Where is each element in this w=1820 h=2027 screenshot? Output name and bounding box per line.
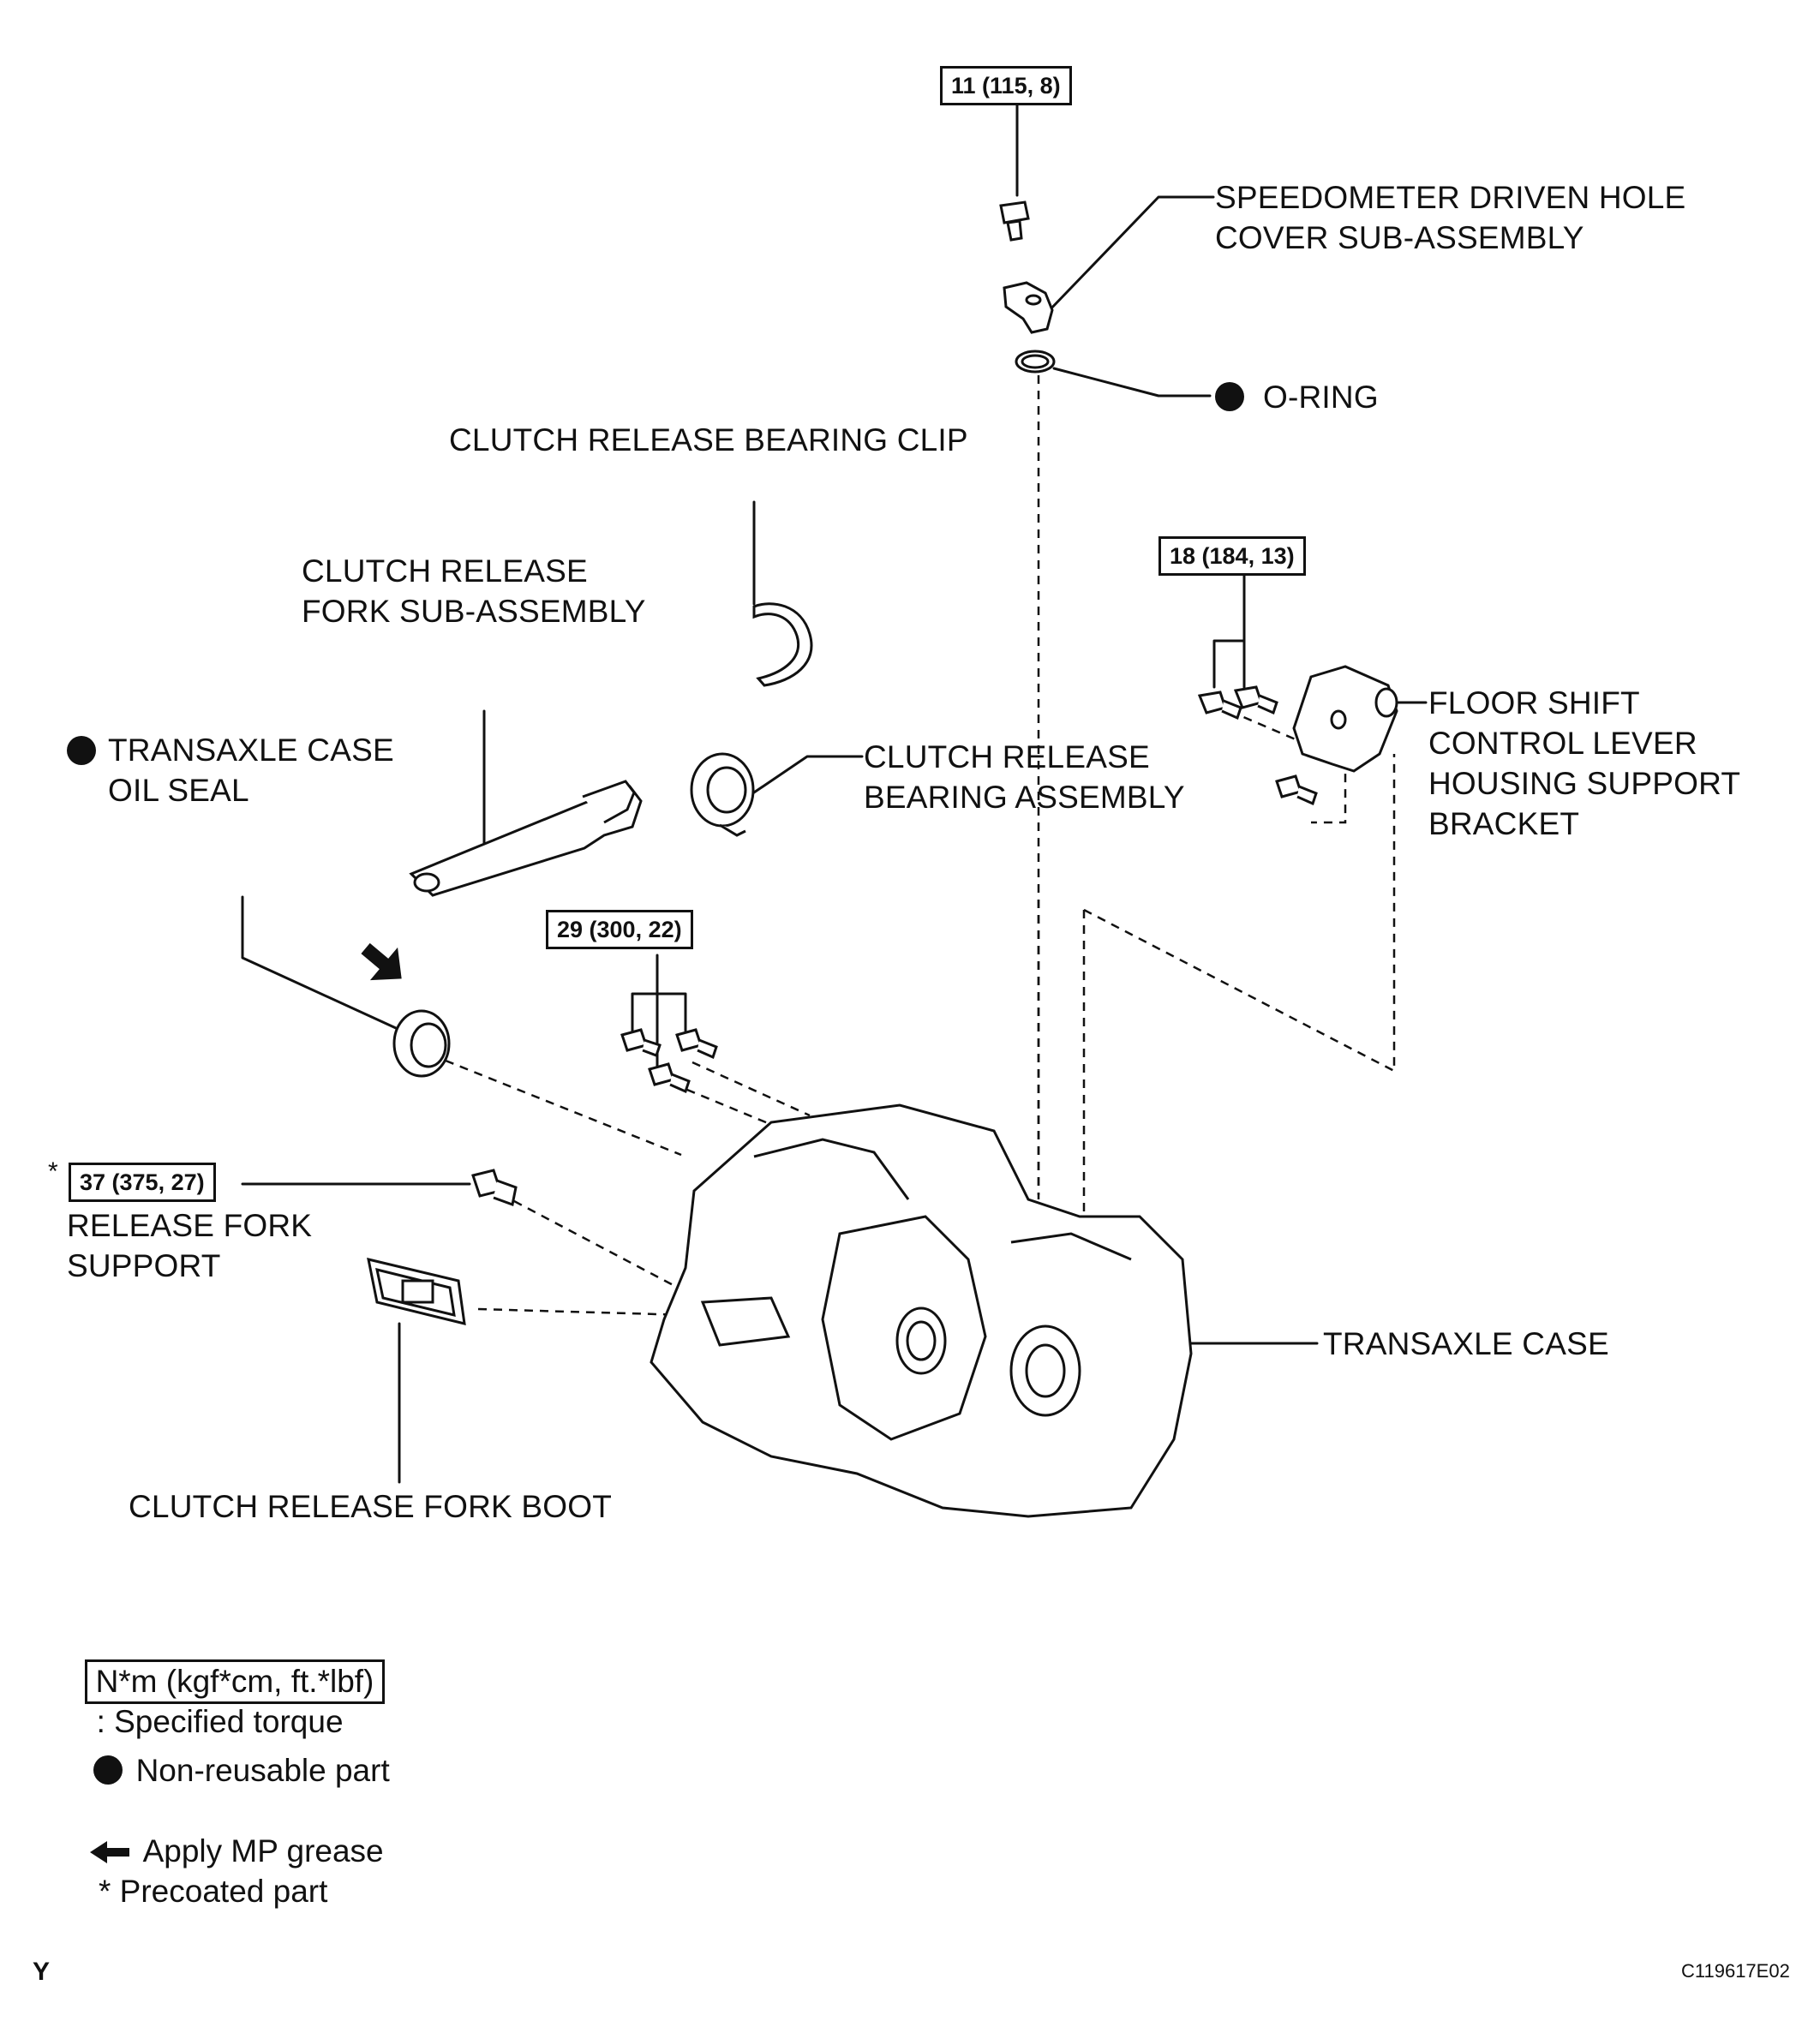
fork-boot-shape [367,1257,466,1325]
bolts-29 [620,1028,718,1094]
bearing-clip [752,602,813,687]
label-oring-text: O-RING [1263,380,1379,415]
legend-torque-box: N*m (kgf*cm, ft.*lbf) [84,1659,386,1704]
legend-precoated: * Precoated part [99,1874,328,1909]
floor-shift-bracket-shape [1292,665,1398,773]
legend-torque-text: : Specified torque [96,1704,344,1739]
leader-oring [1052,367,1212,398]
leader-floor-torque [1212,574,1246,689]
transaxle-case-shape [650,1103,1193,1518]
speedometer-cover [1003,281,1056,374]
label-bearing-clip: CLUTCH RELEASE BEARING CLIP [449,422,968,457]
torque-box-fork-support: 37 (375, 27) [69,1163,216,1202]
fork-support-shape [471,1169,518,1207]
bolts-18 [1197,685,1318,806]
torque-box-bracket-bolt: 18 (184, 13) [1158,536,1306,576]
oil-seal-shape [392,1009,451,1078]
leader-speedometer [1045,195,1215,314]
grease-arrow [361,942,402,981]
footer-left-mark: Y [33,1958,51,1986]
leader-oil-seal [241,895,398,1030]
nonreusable-dot-icon [67,736,96,765]
torque-box-case-bolt: 29 (300, 22) [546,910,693,949]
torque-box-speedometer-bolt: 11 (115, 8) [940,66,1072,105]
legend-nonreusable: Non-reusable part [75,1717,390,1789]
label-fork-boot: CLUTCH RELEASE FORK BOOT [129,1489,613,1524]
grease-arrow-icon [89,1841,129,1863]
label-floor-shift-bracket: FLOOR SHIFT CONTROL LEVER HOUSING SUPPOR… [1428,685,1741,841]
label-oring: O-RING [1215,377,1379,417]
label-release-fork: CLUTCH RELEASE FORK SUB-ASSEMBLY [302,553,646,629]
label-fork-support: RELEASE FORK SUPPORT [67,1208,313,1283]
legend-grease-text: Apply MP grease [142,1833,384,1869]
bolt-speedometer [999,200,1030,242]
legend-grease: Apply MP grease [70,1797,384,1869]
release-fork-shape [409,780,643,897]
nonreusable-dot-icon [93,1755,123,1785]
label-asterisk: * [48,1157,58,1186]
label-oil-seal: TRANSAXLE CASE OIL SEAL [67,730,394,810]
footer-figure-code: C119617E02 [1681,1960,1790,1982]
nonreusable-dot-icon [1215,382,1244,411]
legend-torque: N*m (kgf*cm, ft.*lbf) : Specified torque [67,1623,386,1740]
label-transaxle-case: TRANSAXLE CASE [1323,1326,1609,1361]
label-speedometer-cover: SPEEDOMETER DRIVEN HOLE COVER SUB-ASSEMB… [1215,180,1686,255]
release-bearing-shape [690,752,755,837]
legend-nonreusable-text: Non-reusable part [135,1753,390,1788]
leader-bearing-assy [750,755,864,796]
label-oil-seal-text: TRANSAXLE CASE OIL SEAL [108,732,394,808]
label-bearing-assy: CLUTCH RELEASE BEARING ASSEMBLY [864,739,1185,815]
